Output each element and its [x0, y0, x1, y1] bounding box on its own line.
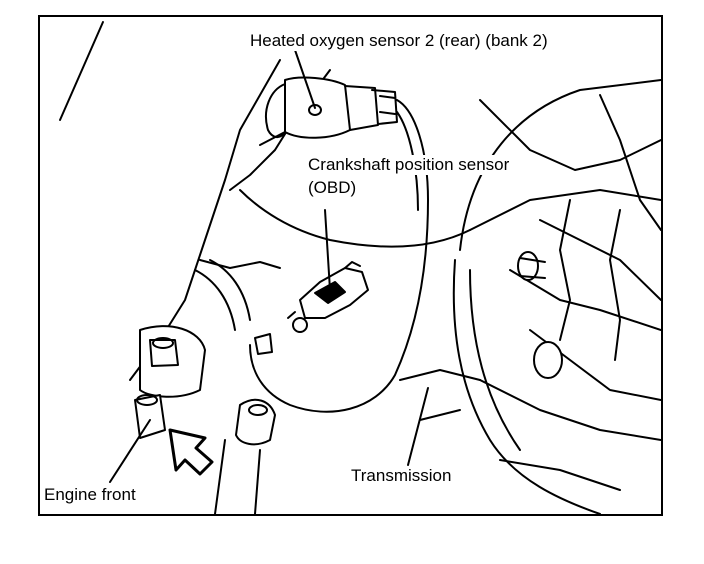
label-crankshaft-obd: (OBD): [306, 178, 359, 198]
engine-mount: [134, 259, 281, 514]
transmission-case: [399, 79, 661, 514]
leader-oxygen: [294, 49, 316, 109]
crankshaft-sensor: [287, 261, 369, 333]
engine-front-arrow: [168, 428, 214, 476]
oxygen-sensor-body: [259, 76, 398, 146]
leader-crankshaft: [324, 209, 331, 291]
label-transmission: Transmission: [349, 466, 454, 486]
label-engine-front: Engine front: [42, 485, 138, 505]
label-oxygen-sensor: Heated oxygen sensor 2 (rear) (bank 2): [248, 31, 550, 51]
label-crankshaft-sensor: Crankshaft position sensor: [306, 155, 512, 175]
leader-engine-front: [109, 419, 151, 483]
leader-transmission: [407, 387, 429, 466]
engine-block-line: [59, 21, 104, 121]
